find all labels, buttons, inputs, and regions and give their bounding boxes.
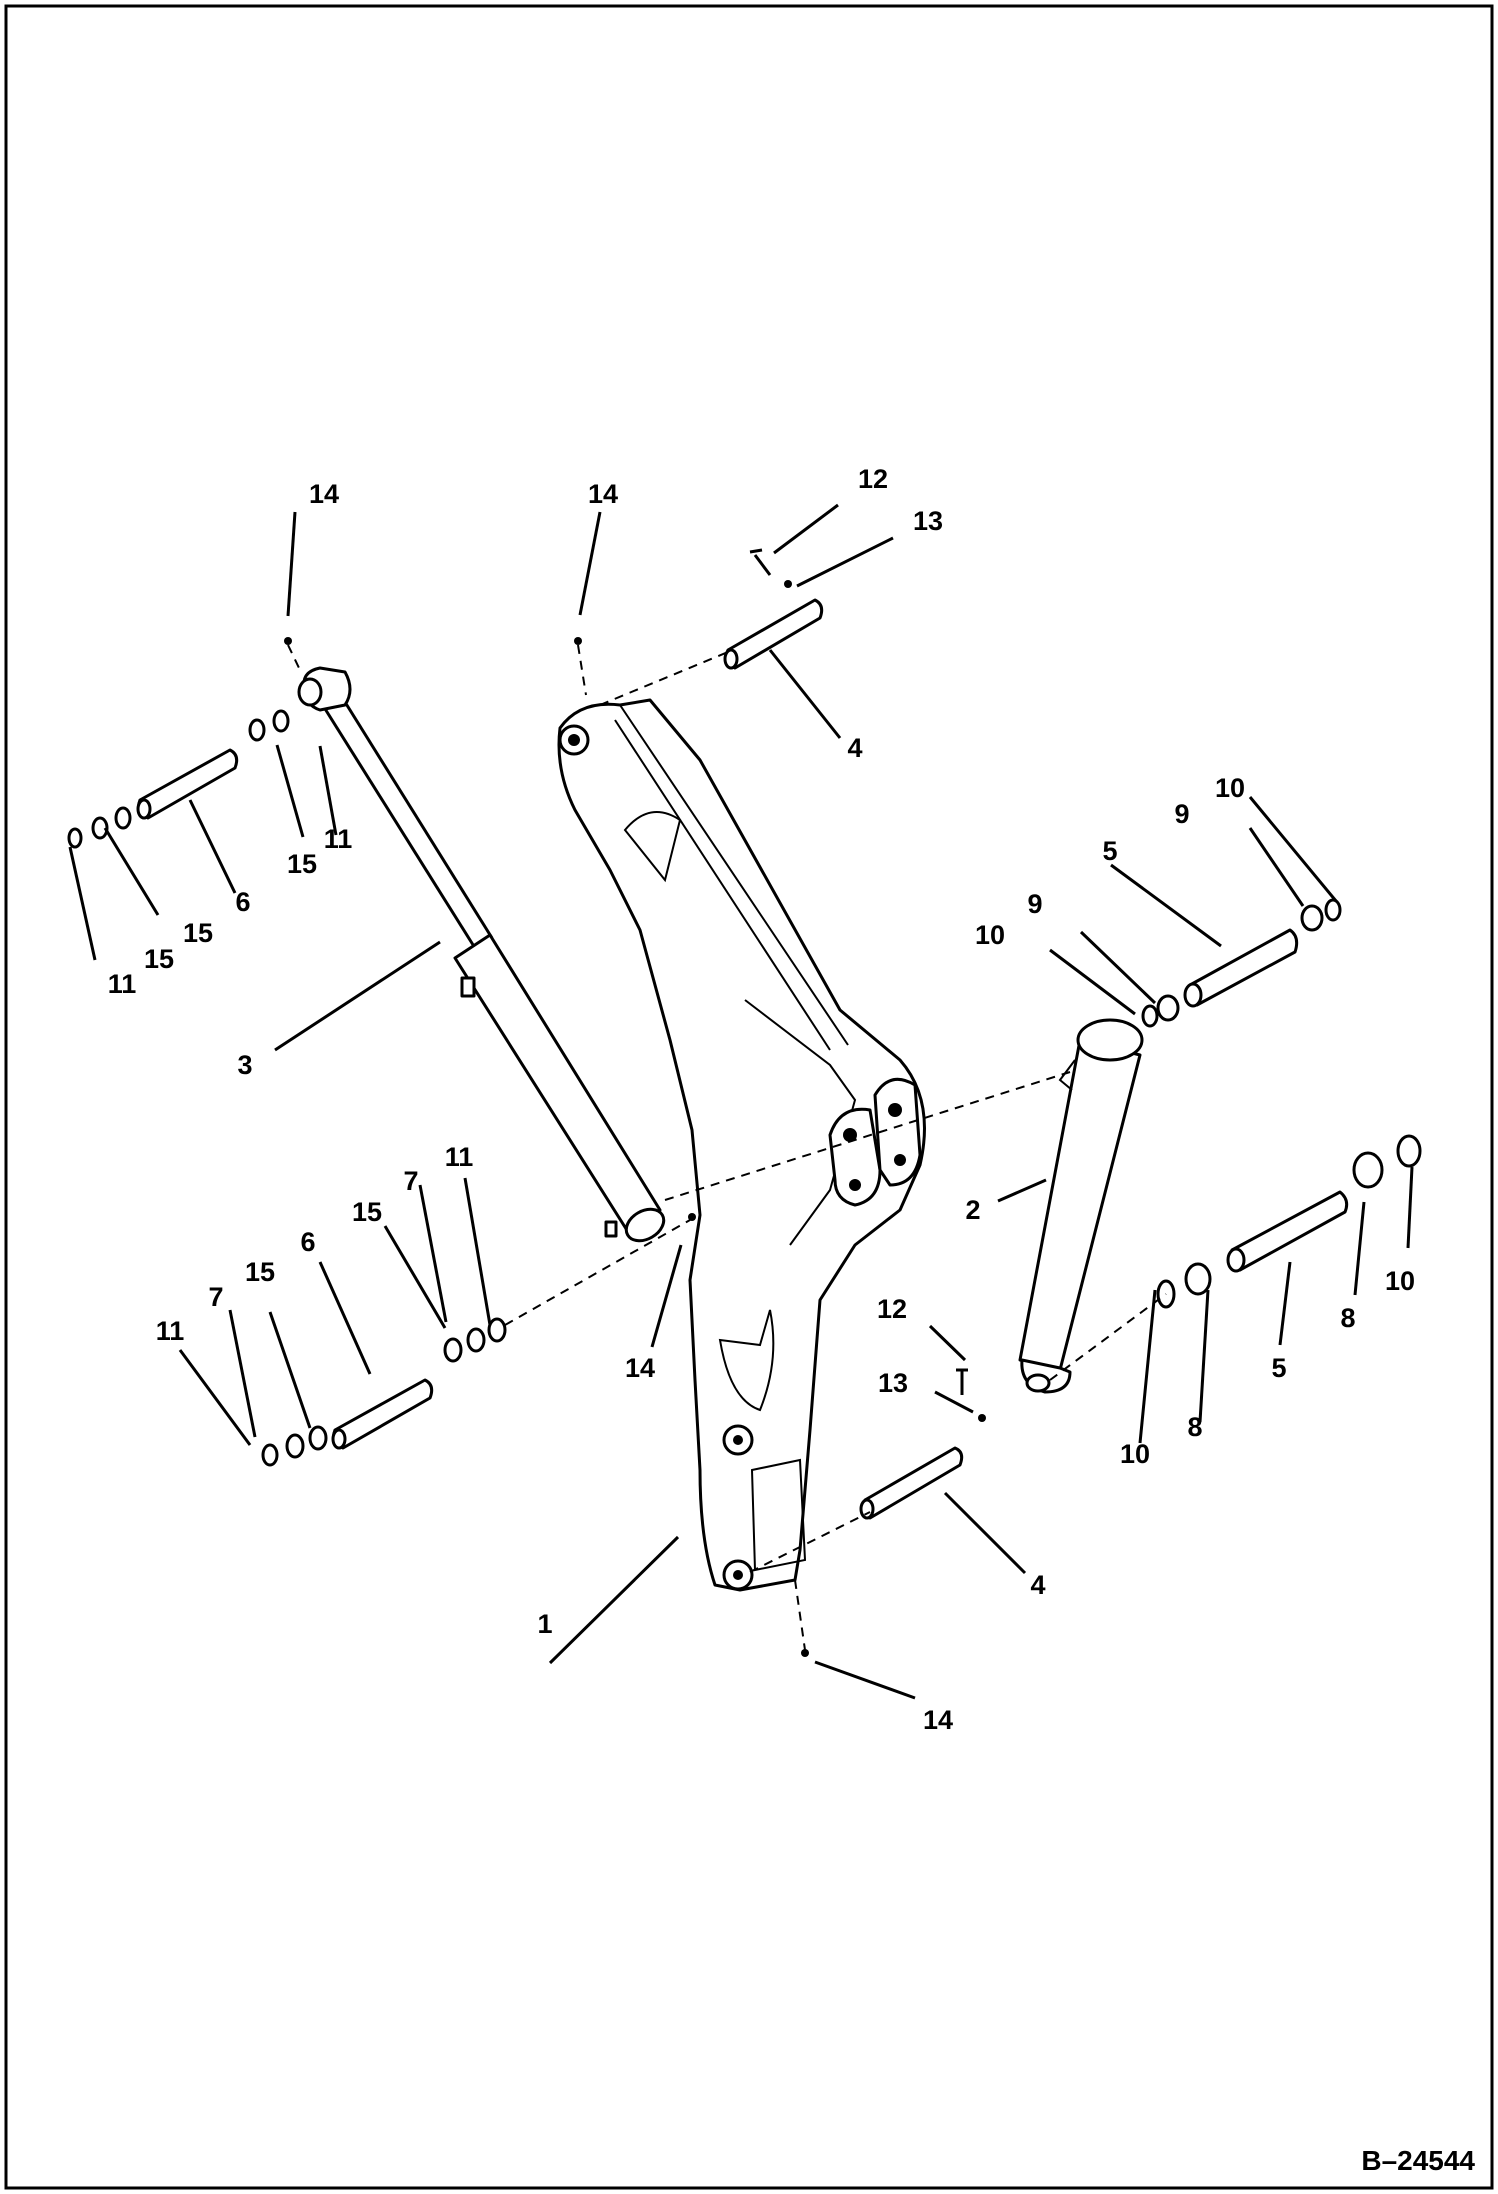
callout-10-right: 10: [1385, 1266, 1415, 1296]
callout-9-upper: 9: [1174, 799, 1189, 829]
callout-5-upper: 5: [1102, 836, 1117, 866]
leader-lines: [68, 503, 1414, 1700]
callout-7-left: 7: [208, 1282, 223, 1312]
callout-4-lower: 4: [1030, 1570, 1045, 1600]
assembly-lines: [287, 644, 1167, 1651]
figure-id: B–24544: [1361, 2145, 1475, 2176]
callout-2: 2: [965, 1195, 980, 1225]
callout-12-upper: 12: [858, 464, 888, 494]
callout-14-left: 14: [309, 479, 339, 509]
callout-11-lower-right: 11: [445, 1142, 474, 1172]
callout-8-right: 8: [1340, 1303, 1355, 1333]
callout-10-mid: 10: [975, 920, 1005, 950]
callout-10-upper: 10: [1215, 773, 1245, 803]
callout-15-upper-mid: 15: [183, 918, 213, 948]
callout-15-lower-right: 15: [352, 1197, 382, 1227]
callout-14-top: 14: [588, 479, 618, 509]
callout-3: 3: [237, 1050, 252, 1080]
callout-13-upper: 13: [913, 506, 943, 536]
callout-labels: 1 2 3 4 4 5 5 6 6 7 7 8 8 9 9 10 10 10 1…: [108, 464, 1415, 1735]
rings: [67, 709, 1422, 1467]
callout-11-lower-left: 11: [156, 1316, 185, 1346]
callout-7-right: 7: [403, 1166, 418, 1196]
callout-13-lower: 13: [878, 1368, 908, 1398]
cylinder-part-2: [1018, 1018, 1144, 1394]
pins: [136, 548, 1349, 1657]
callout-4-upper: 4: [847, 733, 862, 763]
page-border: [4, 4, 1494, 2190]
callout-1: 1: [537, 1609, 552, 1639]
callout-12-lower: 12: [877, 1294, 907, 1324]
boom-part-1: [557, 698, 926, 1592]
callout-14-bottom: 14: [923, 1705, 953, 1735]
callout-15-upper-left: 15: [144, 944, 174, 974]
callout-6-upper: 6: [235, 887, 250, 917]
callout-11-upper-right: 11: [324, 824, 353, 854]
callout-6-lower: 6: [300, 1227, 315, 1257]
callout-11-upper-left: 11: [108, 969, 137, 999]
callout-14-mid: 14: [625, 1353, 655, 1383]
callout-9-mid: 9: [1027, 889, 1042, 919]
callout-8-lower: 8: [1187, 1412, 1202, 1442]
callout-15-upper-right: 15: [287, 849, 317, 879]
cylinder-part-3: [297, 666, 666, 1243]
callout-15-lower-left: 15: [245, 1257, 275, 1287]
callout-10-lower: 10: [1120, 1439, 1150, 1469]
callout-5-lower: 5: [1271, 1353, 1286, 1383]
